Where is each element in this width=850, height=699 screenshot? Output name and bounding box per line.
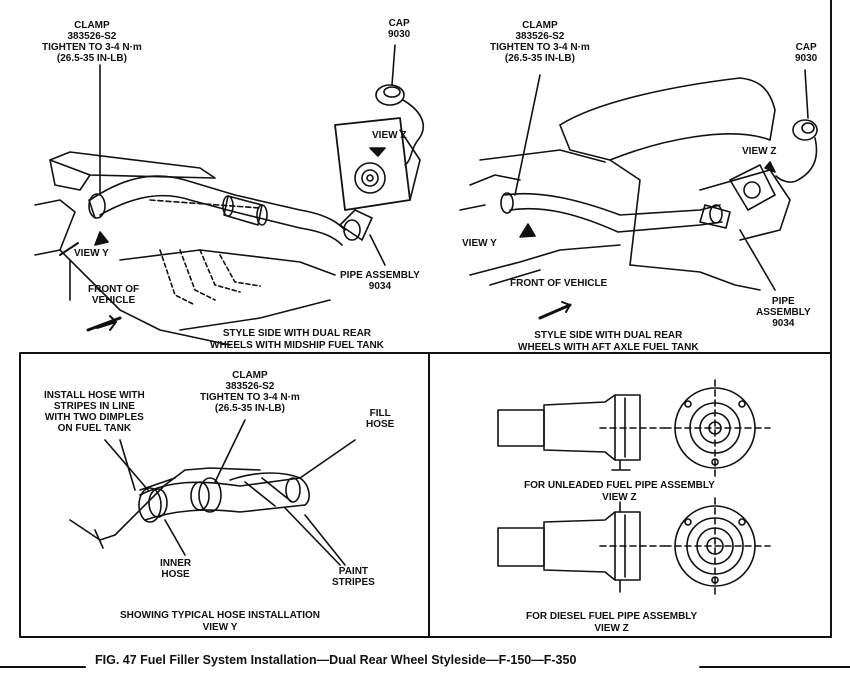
midship-tank-illustration xyxy=(34,44,424,346)
caption-unleaded: FOR UNLEADED FUEL PIPE ASSEMBLY VIEW Z xyxy=(524,480,715,503)
fill-hose-label: FILL HOSE xyxy=(366,408,395,430)
view-z-label-top-right: VIEW Z xyxy=(742,146,777,157)
caption-hose-installation: SHOWING TYPICAL HOSE INSTALLATION VIEW Y xyxy=(120,610,320,633)
caption-aft-axle: STYLE SIDE WITH DUAL REAR WHEELS WITH AF… xyxy=(518,330,699,353)
install-hose-label: INSTALL HOSE WITH STRIPES IN LINE WITH T… xyxy=(44,390,145,434)
front-of-vehicle-label-top-right: FRONT OF VEHICLE xyxy=(510,278,608,289)
pipe-assembly-label-top-right: PIPE ASSEMBLY 9034 xyxy=(756,296,811,329)
hose-installation-illustration xyxy=(69,419,356,566)
paint-stripes-label: PAINT STRIPES xyxy=(332,566,375,588)
unleaded-pipe-view xyxy=(497,379,771,479)
view-y-label-top-right: VIEW Y xyxy=(462,238,497,249)
cap-label-top-left: CAP 9030 xyxy=(388,18,411,40)
front-of-vehicle-label-top-left: FRONT OF VEHICLE xyxy=(88,284,140,306)
caption-diesel: FOR DIESEL FUEL PIPE ASSEMBLY VIEW Z xyxy=(526,611,698,634)
inner-hose-label: INNER HOSE xyxy=(160,558,192,580)
clamp-label-top-right: CLAMP 383526-S2 TIGHTEN TO 3-4 N·m (26.5… xyxy=(490,20,590,64)
view-y-label-top-left: VIEW Y xyxy=(74,248,109,259)
diesel-pipe-view xyxy=(497,497,771,597)
view-z-label-top-left: VIEW Z xyxy=(372,130,407,141)
aft-axle-tank-illustration xyxy=(459,69,818,320)
clamp-label-top-left: CLAMP 383526-S2 TIGHTEN TO 3-4 N·m (26.5… xyxy=(42,20,142,64)
cap-label-top-right: CAP 9030 xyxy=(795,42,818,64)
panel-frames xyxy=(0,0,850,668)
caption-midship: STYLE SIDE WITH DUAL REAR WHEELS WITH MI… xyxy=(210,328,384,351)
figure-caption: FIG. 47 Fuel Filler System Installation—… xyxy=(95,653,577,667)
clamp-label-bottom: CLAMP 383526-S2 TIGHTEN TO 3-4 N·m (26.5… xyxy=(200,370,300,414)
pipe-assembly-label-top-left: PIPE ASSEMBLY 9034 xyxy=(340,270,420,292)
